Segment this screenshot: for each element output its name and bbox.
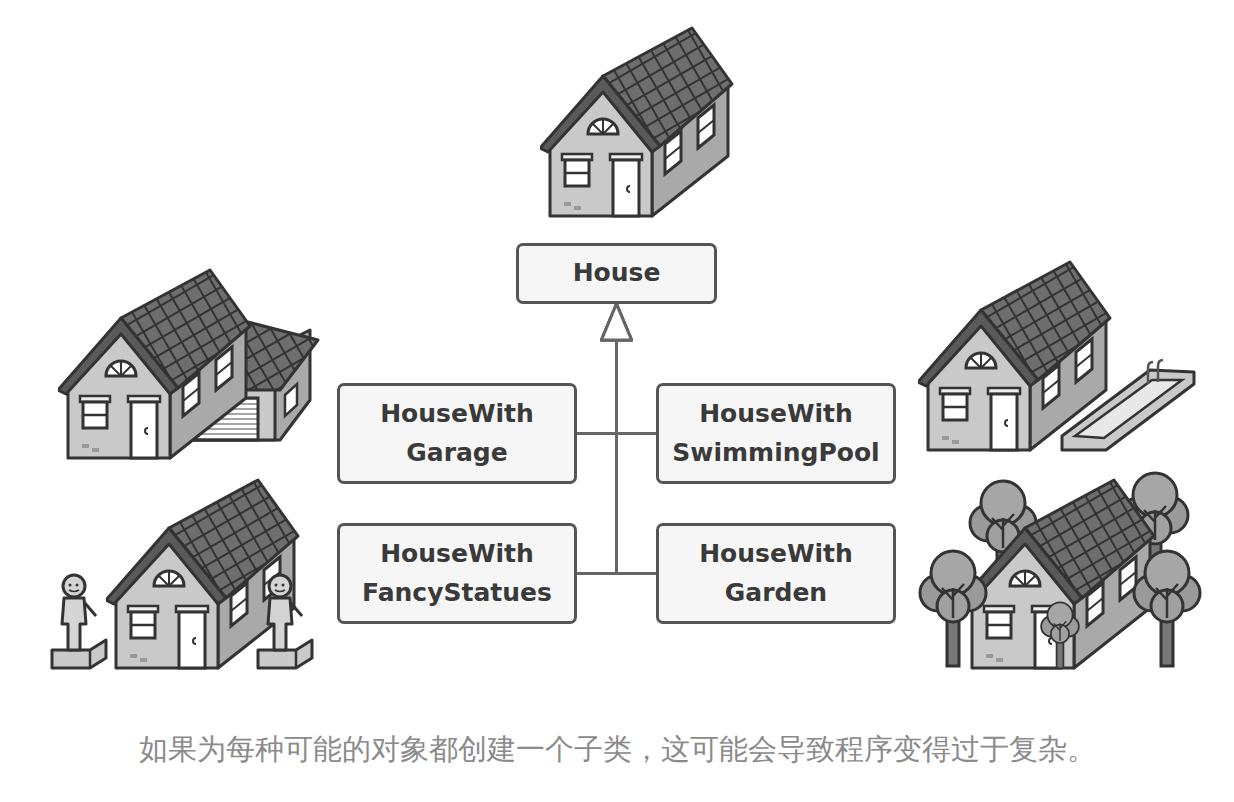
connector-line [577,340,617,574]
inheritance-arrowhead [602,304,632,340]
inheritance-connector [602,304,657,574]
inheritance-connector [577,304,632,434]
class-name: HouseWith SwimmingPool [672,395,879,473]
connector-line [617,340,657,574]
subclass-box: HouseWith Garage [337,383,577,484]
connector-line [617,340,657,434]
class-name: House [573,254,661,293]
inheritance-arrowhead [602,304,632,340]
base-class-box: House [516,243,717,304]
subclass-box: HouseWith FancyStatues [337,523,577,624]
swimming-pool [1062,360,1194,450]
class-name: HouseWith Garage [380,395,534,473]
class-name: HouseWith Garden [699,535,853,613]
inheritance-arrowhead [602,304,632,340]
subclass-box: HouseWith SwimmingPool [656,383,896,484]
inheritance-arrowhead [602,304,632,340]
connector-line [577,340,617,434]
inheritance-connector [577,304,632,574]
caption: 如果为每种可能的对象都创建一个子类，这可能会导致程序变得过于复杂。 [0,730,1234,770]
subclass-box: HouseWith Garden [656,523,896,624]
class-name: HouseWith FancyStatues [362,535,552,613]
inheritance-connector [602,304,657,434]
